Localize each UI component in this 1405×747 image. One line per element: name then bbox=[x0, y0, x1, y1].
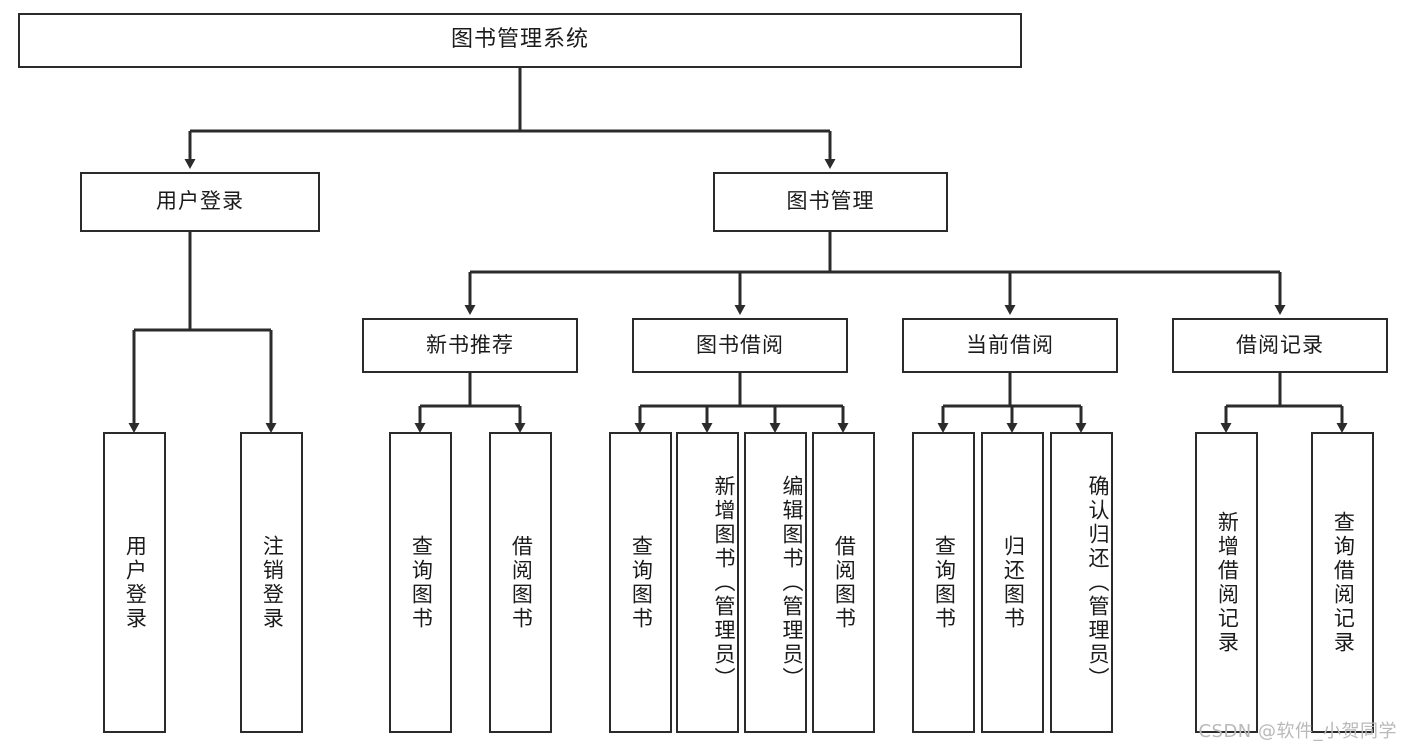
node-book-borrow[interactable]: 图书借阅 bbox=[632, 318, 848, 373]
leaf-borrow-record-add[interactable]: 新增借阅记录 bbox=[1195, 432, 1258, 733]
leaf-book-borrow-add[interactable]: 新增图书（管理员） bbox=[676, 432, 739, 733]
leaf-user-login-login[interactable]: 用户登录 bbox=[103, 432, 166, 733]
leaf-label: 新增借阅记录 bbox=[1215, 510, 1240, 655]
node-user-login[interactable]: 用户登录 bbox=[80, 172, 320, 232]
node-current-borrow-label: 当前借阅 bbox=[966, 332, 1054, 357]
leaf-new-book-query[interactable]: 查询图书 bbox=[389, 432, 452, 733]
leaf-label: 查询图书 bbox=[932, 534, 957, 631]
node-root-label: 图书管理系统 bbox=[450, 27, 589, 53]
node-book-management[interactable]: 图书管理 bbox=[713, 172, 948, 232]
leaf-book-borrow-edit[interactable]: 编辑图书（管理员） bbox=[744, 432, 807, 733]
leaf-label: 用户登录 bbox=[123, 534, 148, 631]
leaf-new-book-borrow[interactable]: 借阅图书 bbox=[489, 432, 552, 733]
leaf-label: 查询借阅记录 bbox=[1331, 510, 1356, 655]
node-new-book-recommend-label: 新书推荐 bbox=[426, 332, 514, 357]
leaf-label: 确认归还（管理员） bbox=[1086, 474, 1110, 691]
node-borrow-record[interactable]: 借阅记录 bbox=[1172, 318, 1388, 373]
leaf-label: 新增图书（管理员） bbox=[712, 474, 736, 691]
node-borrow-record-label: 借阅记录 bbox=[1236, 332, 1324, 357]
leaf-label: 归还图书 bbox=[1001, 534, 1026, 631]
node-book-management-label: 图书管理 bbox=[786, 189, 875, 214]
leaf-label: 查询图书 bbox=[409, 534, 434, 631]
leaf-current-borrow-return[interactable]: 归还图书 bbox=[981, 432, 1044, 733]
leaf-book-borrow-borrow[interactable]: 借阅图书 bbox=[812, 432, 875, 733]
leaf-book-borrow-query[interactable]: 查询图书 bbox=[609, 432, 672, 733]
leaf-label: 编辑图书（管理员） bbox=[780, 474, 804, 691]
leaf-label: 查询图书 bbox=[629, 534, 654, 631]
node-book-borrow-label: 图书借阅 bbox=[696, 332, 784, 357]
node-root[interactable]: 图书管理系统 bbox=[18, 13, 1022, 68]
watermark: CSDN @软件_小贺同学 bbox=[1198, 721, 1397, 742]
leaf-current-borrow-query[interactable]: 查询图书 bbox=[912, 432, 975, 733]
leaf-current-borrow-confirm-return[interactable]: 确认归还（管理员） bbox=[1050, 432, 1113, 733]
node-user-login-label: 用户登录 bbox=[156, 189, 244, 214]
leaf-label: 注销登录 bbox=[260, 534, 285, 631]
leaf-label: 借阅图书 bbox=[832, 534, 857, 631]
leaf-borrow-record-query[interactable]: 查询借阅记录 bbox=[1311, 432, 1374, 733]
node-current-borrow[interactable]: 当前借阅 bbox=[902, 318, 1118, 373]
leaf-user-login-logout[interactable]: 注销登录 bbox=[240, 432, 303, 733]
leaf-label: 借阅图书 bbox=[509, 534, 534, 631]
node-new-book-recommend[interactable]: 新书推荐 bbox=[362, 318, 578, 373]
